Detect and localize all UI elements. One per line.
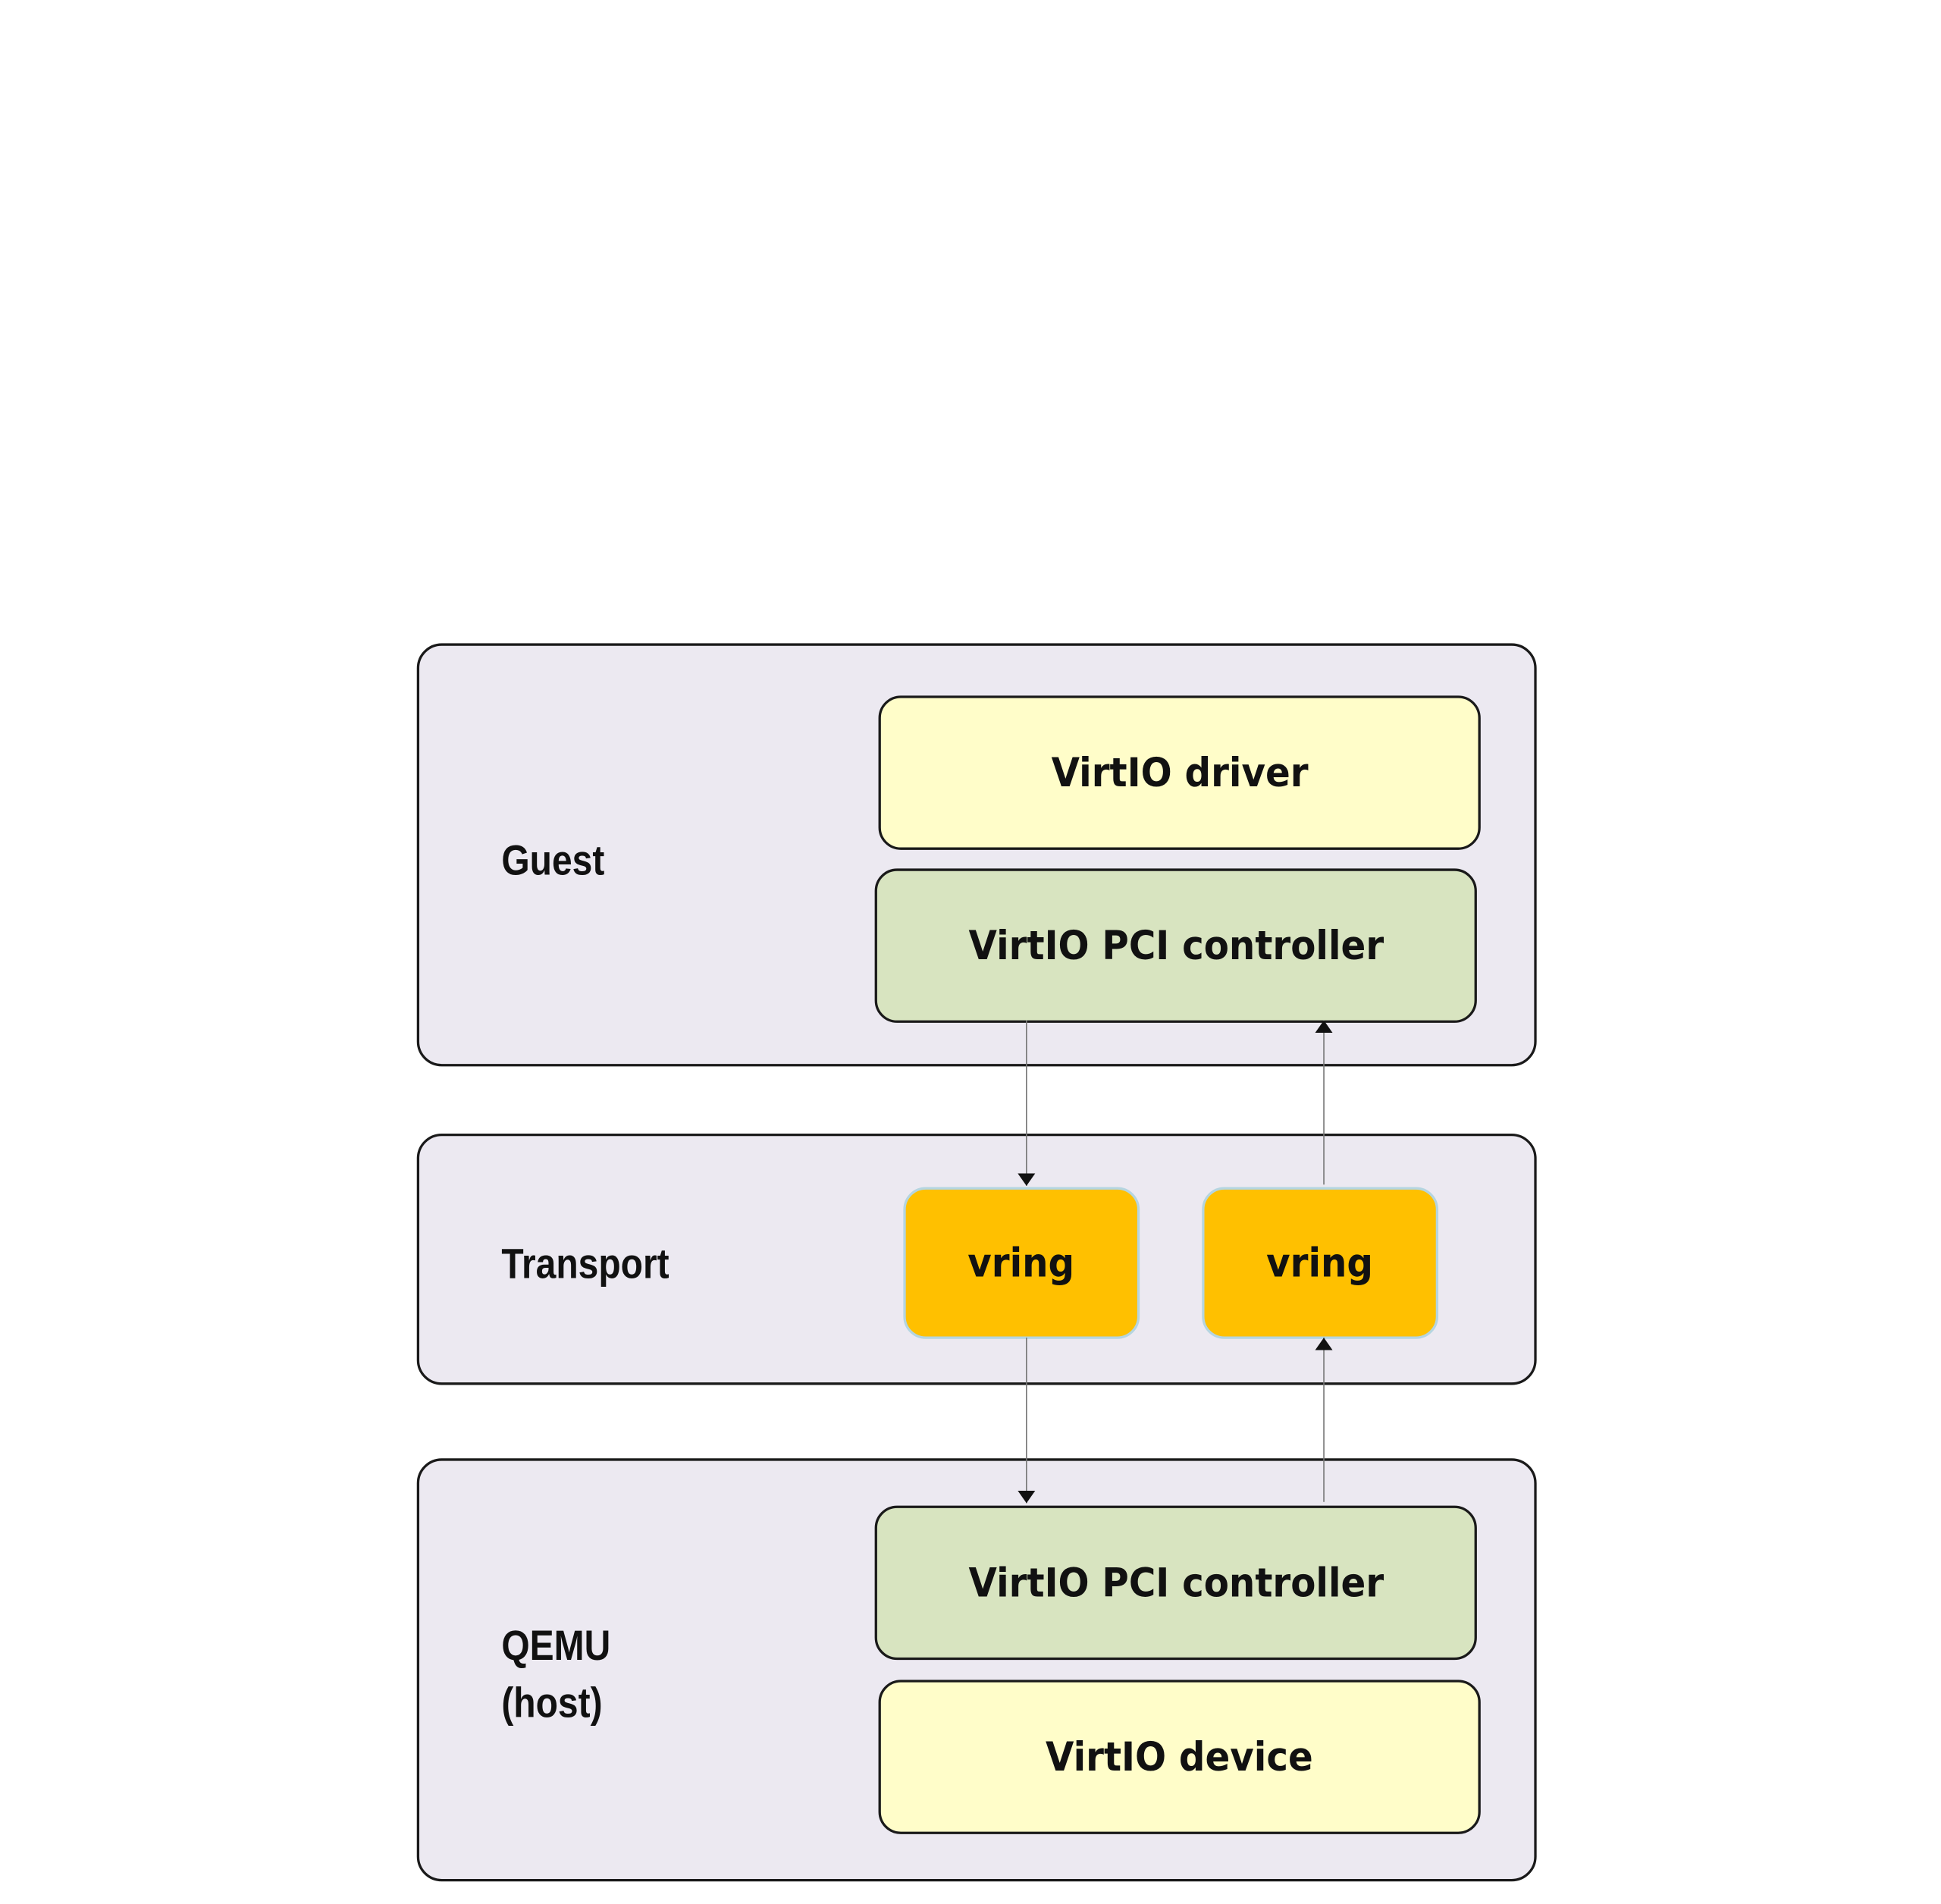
host-virtio-pci-controller-box: VirtIO PCI controller xyxy=(874,1505,1477,1661)
guest-virtio-driver-label: VirtIO driver xyxy=(1051,748,1309,797)
vring-left-label: vring xyxy=(967,1239,1075,1287)
transport-layer-label: Transport xyxy=(501,1241,669,1288)
qemu-host-layer: QEMU (host) VirtIO PCI controller VirtIO… xyxy=(416,1458,1537,1882)
vring-left-box: vring xyxy=(903,1187,1140,1339)
guest-layer-label: Guest xyxy=(501,837,605,885)
transport-layer: Transport vring vring xyxy=(416,1133,1537,1385)
vring-right-label: vring xyxy=(1266,1239,1374,1287)
guest-virtio-pci-controller-label: VirtIO PCI controller xyxy=(967,921,1384,970)
host-virtio-device-box: VirtIO device xyxy=(878,1680,1481,1834)
guest-virtio-pci-controller-box: VirtIO PCI controller xyxy=(874,868,1477,1023)
host-virtio-pci-controller-label: VirtIO PCI controller xyxy=(967,1559,1384,1607)
host-virtio-device-label: VirtIO device xyxy=(1046,1733,1314,1781)
vring-right-box: vring xyxy=(1202,1187,1439,1339)
qemu-host-layer-label: QEMU (host) xyxy=(501,1622,611,1727)
guest-layer: Guest VirtIO driver VirtIO PCI controlle… xyxy=(416,643,1537,1067)
guest-virtio-driver-box: VirtIO driver xyxy=(878,695,1481,850)
